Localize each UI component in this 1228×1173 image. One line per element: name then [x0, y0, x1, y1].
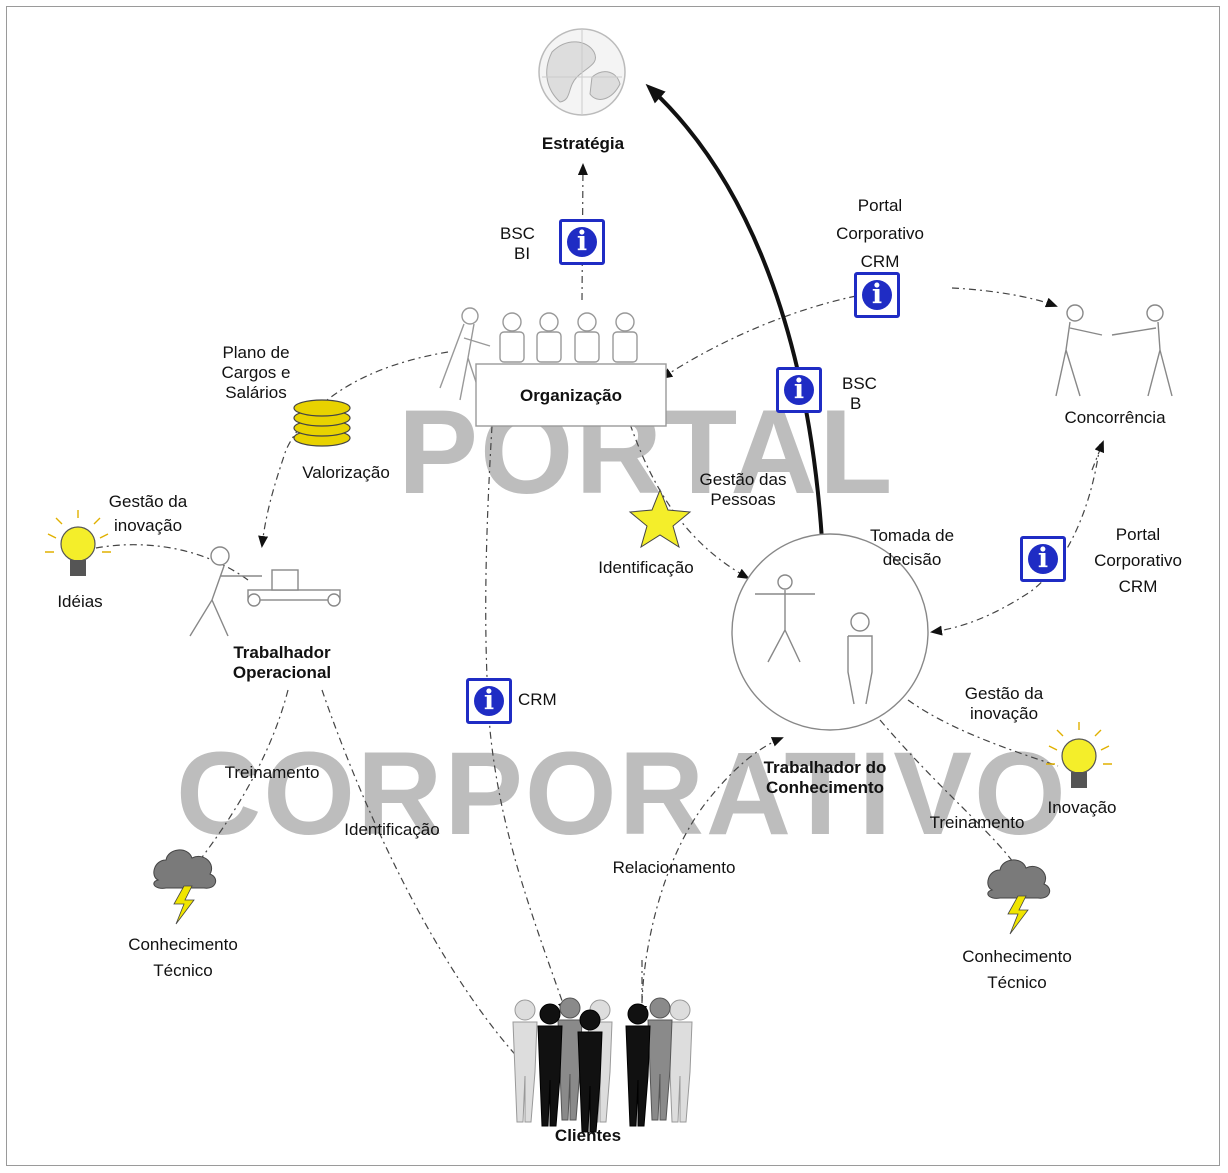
edge-relacionamento: [641, 737, 784, 1021]
edge-conhecimento-estrategia: [645, 83, 824, 541]
edge-label-identificacao-mid: Identificação: [598, 558, 694, 577]
globe-icon: [538, 28, 626, 116]
tool-bsc-bi: BSC BI: [500, 224, 535, 263]
edge-conhecimento-tecnico: [879, 719, 1017, 867]
info-icon-bsc-b: [776, 367, 822, 413]
node-inovacao: Inovação: [1047, 798, 1117, 817]
node-trabalhador-conhecimento: Trabalhador do Conhecimento: [763, 758, 887, 797]
handshake-icon: [1055, 304, 1173, 397]
edge-label-valorizacao: Valorização: [302, 463, 390, 482]
info-icon-crm: [466, 678, 512, 724]
lightbulb-icon-ideias: [45, 510, 111, 576]
node-trabalhador-operacional: Trabalhador Operacional: [232, 643, 332, 682]
info-icon-bsc-bi: [559, 219, 605, 265]
storm-cloud-icon-right: [987, 859, 1051, 935]
edge-label-plano: Plano de Cargos e Salários: [221, 343, 291, 402]
edge-concorrencia-conhecimento: [930, 443, 1101, 636]
lightbulb-icon-inovacao: [1046, 722, 1112, 788]
info-icon-portal-right: [1020, 536, 1066, 582]
tool-crm: CRM: [518, 690, 557, 709]
node-ideias: Idéias: [57, 592, 103, 611]
edge-label-identificacao-low: Identificação: [344, 820, 440, 839]
node-concorrencia: Concorrência: [1064, 408, 1166, 427]
tool-bsc-b: BSC B: [842, 374, 877, 413]
node-clientes: Clientes: [554, 1126, 622, 1145]
coins-icon: [293, 399, 351, 447]
operational-worker-icon: [189, 546, 341, 637]
tool-portal-crm-top: Portal Corporativo CRM: [836, 196, 924, 271]
edge-portal-concorrencia: [951, 287, 1058, 308]
edge-ideias-operacional: [95, 544, 249, 581]
edge-portal-organizacao: [660, 295, 857, 380]
node-conhecimento-tecnico-left: Conhecimento Técnico: [128, 935, 238, 980]
info-icon-portal-top: [854, 272, 900, 318]
edge-conhecimento-inovacao: [907, 699, 1059, 767]
edge-org-clientes: [485, 425, 568, 1014]
edge-org-operacional: [258, 351, 449, 548]
node-organizacao: Organização: [519, 386, 623, 405]
edge-label-relacionamento: Relacionamento: [612, 858, 736, 877]
edge-operacional-tecnico: [199, 689, 289, 861]
edge-label-gestao-inovacao-right: Gestão da inovação: [964, 684, 1044, 723]
edge-label-treinamento-right: Treinamento: [929, 813, 1025, 832]
edge-label-gestao-inovacao-left: Gestão da inovação: [108, 492, 188, 535]
storm-cloud-icon-left: [153, 849, 217, 925]
edge-conhecimento-concorrencia-head: [1091, 440, 1104, 471]
edge-label-treinamento-left: Treinamento: [224, 763, 320, 782]
node-estrategia: Estratégia: [541, 134, 625, 153]
clients-crowd-icon: [512, 997, 693, 1133]
edge-label-gestao-pessoas: Gestão das Pessoas: [699, 470, 787, 509]
diagram-frame: [6, 6, 1220, 1166]
tool-portal-crm-right: Portal Corporativo CRM: [1094, 525, 1182, 596]
edge-org-conhecimento: [629, 423, 750, 579]
watermark-corporativo: CORPORATIVO: [176, 728, 1068, 860]
edge-operacional-clientes: [321, 689, 521, 1061]
star-icon: [628, 488, 692, 549]
organization-people-icon: [439, 307, 667, 427]
edge-org-estrategia: [577, 163, 588, 301]
knowledge-worker-icon: [731, 533, 929, 731]
edge-label-tomada-decisao: Tomada de decisão: [869, 526, 955, 569]
node-conhecimento-tecnico-right: Conhecimento Técnico: [962, 947, 1072, 992]
